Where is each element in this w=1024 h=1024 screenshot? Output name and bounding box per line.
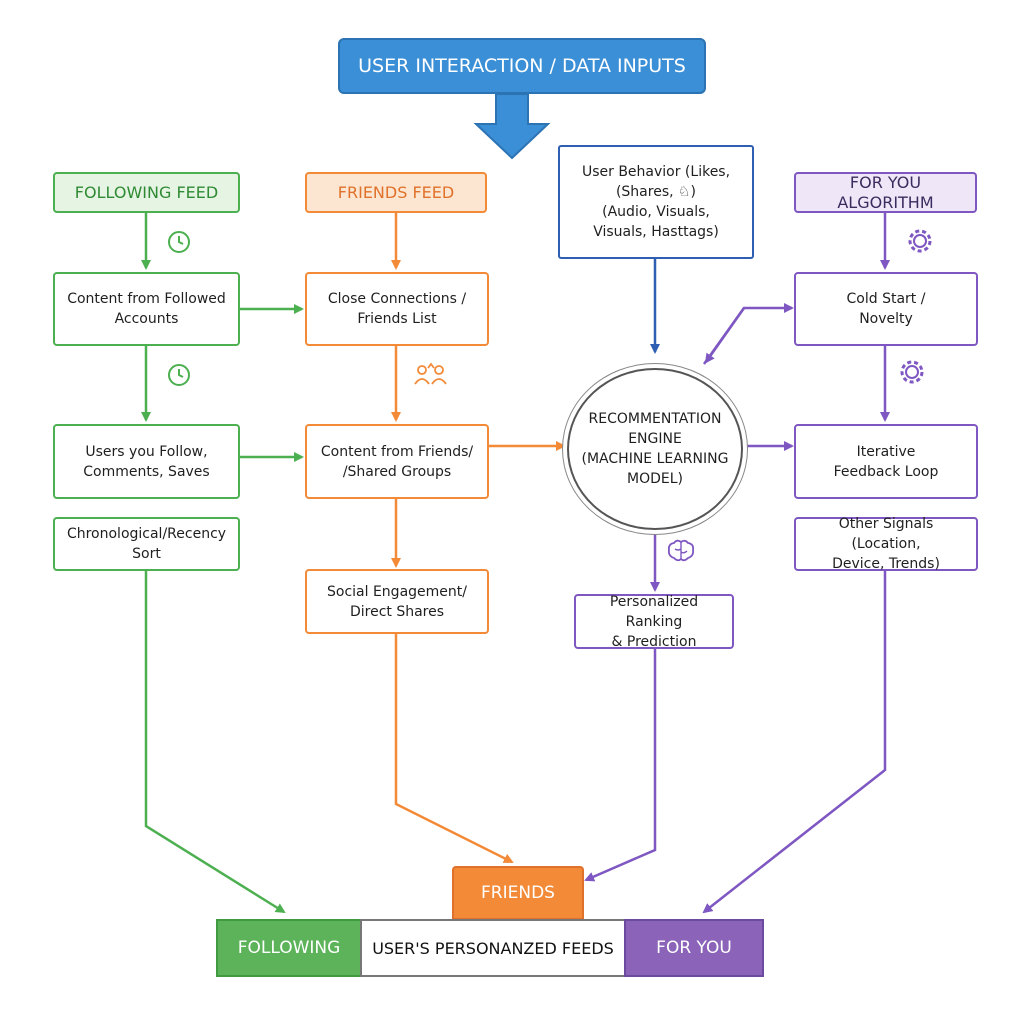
- top-input-label: USER INTERACTION / DATA INPUTS: [358, 55, 686, 77]
- cold-start-node: Cold Start / Novelty: [794, 272, 978, 346]
- top-input-banner: USER INTERACTION / DATA INPUTS: [338, 38, 706, 94]
- personalized-feeds-label: USER'S PERSONANZED FEEDS: [360, 919, 626, 977]
- clock-icon: [168, 231, 190, 253]
- content-from-friends-line-2: /Shared Groups: [342, 463, 452, 480]
- ranking-line-1: Personalized Ranking: [609, 593, 699, 630]
- other-signals-line-2: Device, Trends): [832, 556, 940, 572]
- people-icon: [414, 362, 447, 385]
- iterative-feedback-line-1: Iterative: [856, 443, 916, 460]
- user-behavior-line-4: Visuals, Hasttags): [593, 224, 719, 240]
- chronological-sort-label: Chronological/Recency Sort: [66, 526, 227, 562]
- user-behavior-line-2: (Shares, ♘): [615, 184, 697, 200]
- for-you-feed-tab-label: FOR YOU: [656, 938, 732, 958]
- cold-start-line-2: Novelty: [859, 311, 913, 327]
- following-feed-header-label: FOLLOWING FEED: [74, 182, 219, 202]
- close-connections-node: Close Connections / Friends List: [305, 272, 489, 346]
- gear-icon: [908, 229, 932, 253]
- user-behavior-line-3: (Audio, Visuals,: [602, 204, 710, 220]
- iterative-feedback-line-2: Feedback Loop: [833, 463, 939, 480]
- iterative-feedback-node: Iterative Feedback Loop: [794, 424, 978, 499]
- friends-feed-header-label: FRIENDS FEED: [337, 182, 455, 202]
- user-behavior-line-1: User Behavior (Likes,: [581, 164, 731, 180]
- for-you-feed-tab[interactable]: FOR YOU: [624, 919, 764, 977]
- engine-line-4: MODEL): [627, 471, 683, 487]
- edge-foryou-to-bottom: [702, 571, 887, 914]
- followed-accounts-line-1: Content from Followed: [67, 291, 226, 307]
- social-engagement-line-2: Direct Shares: [349, 603, 445, 620]
- user-behavior-node: User Behavior (Likes, (Shares, ♘) (Audio…: [558, 145, 754, 259]
- other-signals-node: Other Signals (Location, Device, Trends): [794, 516, 978, 572]
- social-engagement-line-1: Social Engagement/: [327, 583, 467, 600]
- followed-accounts-line-2: Accounts: [114, 311, 179, 327]
- edge-coldstart-engine: [704, 307, 746, 364]
- users-you-follow-line-2: Comments, Saves: [83, 463, 210, 480]
- close-connections-line-1: Close Connections /: [327, 291, 467, 307]
- users-you-follow-line-1: Users you Follow,: [85, 443, 208, 460]
- top-down-arrow: [473, 93, 551, 160]
- clock-icon: [168, 364, 190, 386]
- followed-accounts-node: Content from Followed Accounts: [53, 272, 240, 346]
- engine-line-2: ENGINE: [628, 431, 682, 447]
- content-from-friends-node: Content from Friends/ /Shared Groups: [305, 424, 489, 499]
- gear-icon: [900, 360, 924, 384]
- engine-line-1: RECOMMENTATION: [588, 411, 722, 427]
- engine-line-3: (MACHINE LEARNING: [581, 451, 729, 467]
- following-feed-tab-label: FOLLOWING: [237, 938, 341, 958]
- users-you-follow-node: Users you Follow, Comments, Saves: [53, 424, 240, 499]
- chronological-sort-node: Chronological/Recency Sort: [53, 517, 240, 571]
- friends-feed-tab-label: FRIENDS: [481, 883, 555, 903]
- friends-feed-tab[interactable]: FRIENDS: [452, 866, 584, 920]
- content-from-friends-line-1: Content from Friends/: [320, 443, 474, 460]
- social-engagement-node: Social Engagement/ Direct Shares: [305, 569, 489, 634]
- other-signals-line-1: Other Signals (Location,: [838, 516, 934, 552]
- for-you-algorithm-header-label: FOR YOU ALGORITHM: [837, 172, 934, 212]
- close-connections-line-2: Friends List: [357, 311, 437, 327]
- for-you-algorithm-header: FOR YOU ALGORITHM: [794, 172, 977, 213]
- following-feed-header: FOLLOWING FEED: [53, 172, 240, 213]
- ranking-line-2: & Prediction: [611, 633, 697, 650]
- recommendation-engine-node: RECOMMENTATION ENGINE (MACHINE LEARNING …: [567, 368, 743, 530]
- brain-icon: [667, 539, 695, 562]
- following-feed-tab[interactable]: FOLLOWING: [216, 919, 362, 977]
- friends-feed-header: FRIENDS FEED: [305, 172, 487, 213]
- personalized-ranking-node: Personalized Ranking & Prediction: [574, 593, 734, 650]
- personalized-feeds-text: USER'S PERSONANZED FEEDS: [372, 938, 614, 958]
- edge-friends-to-bottom: [394, 634, 514, 864]
- edge-ranking-to-bottom: [584, 649, 657, 882]
- edge-following-to-bottom: [144, 571, 286, 914]
- edge-engine-coldstart: [702, 303, 794, 365]
- cold-start-line-1: Cold Start /: [846, 291, 926, 307]
